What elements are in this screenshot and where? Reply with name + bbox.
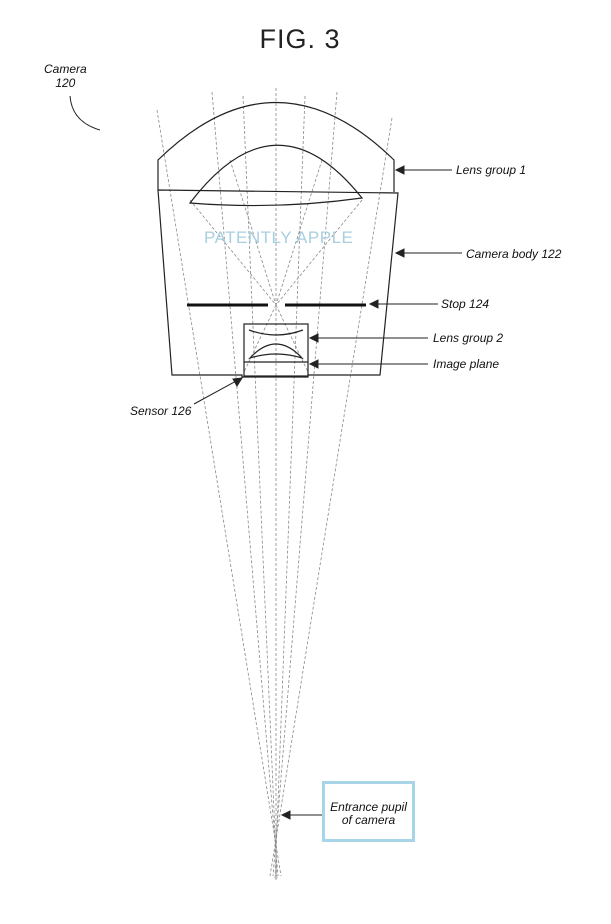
ray-line — [269, 117, 393, 877]
arrowhead — [308, 359, 319, 369]
camera-body-outline — [157, 101, 399, 378]
lens-group-2-housing — [243, 323, 309, 377]
sensor-label: Sensor 126 — [130, 404, 192, 418]
lens-dome — [157, 101, 395, 192]
arrow-sensor — [193, 379, 239, 405]
lens-group-1-element — [188, 144, 364, 207]
lens-group-1-label: Lens group 1 — [456, 163, 527, 177]
lens-group-2-element — [248, 343, 304, 360]
arrowhead — [394, 165, 405, 175]
image-plane-label: Image plane — [433, 357, 500, 371]
stop-label: Stop 124 — [441, 297, 490, 311]
camera-body-label: Camera body 122 — [466, 247, 562, 261]
camera-body — [157, 189, 399, 378]
ray-line — [229, 159, 277, 306]
label-arrows — [193, 165, 462, 820]
lens-group-2-curve — [248, 329, 304, 336]
ray-lines — [156, 88, 393, 881]
arrowhead — [232, 377, 243, 387]
arrowhead — [368, 299, 379, 309]
ray-line — [156, 109, 282, 877]
camera-leader-curve — [69, 95, 101, 131]
watermark-text: PATENTLY APPLE — [204, 228, 354, 247]
entrance-pupil-line2: of camera — [341, 813, 396, 827]
ray-line — [275, 304, 309, 373]
lens-group-2-label: Lens group 2 — [433, 331, 504, 345]
entrance-pupil-line1: Entrance pupil — [330, 800, 407, 814]
ray-line — [243, 304, 277, 373]
arrowhead — [308, 333, 319, 343]
camera-label: Camera 120 — [44, 62, 87, 90]
camera-label-line2: 120 — [55, 76, 76, 90]
ray-line — [189, 199, 277, 306]
ray-line — [242, 95, 278, 881]
entrance-pupil-label: Entrance pupil of camera — [325, 801, 412, 827]
camera-label-line1: Camera — [44, 62, 87, 76]
ray-line — [275, 199, 363, 306]
entrance-pupil-box: Entrance pupil of camera — [322, 781, 415, 842]
arrowhead — [280, 810, 291, 820]
figure-title: FIG. 3 — [259, 24, 341, 54]
ray-line — [211, 91, 279, 877]
ray-line — [274, 95, 306, 881]
ray-line — [272, 91, 338, 877]
arrowhead — [394, 248, 405, 258]
ray-line — [275, 159, 323, 306]
